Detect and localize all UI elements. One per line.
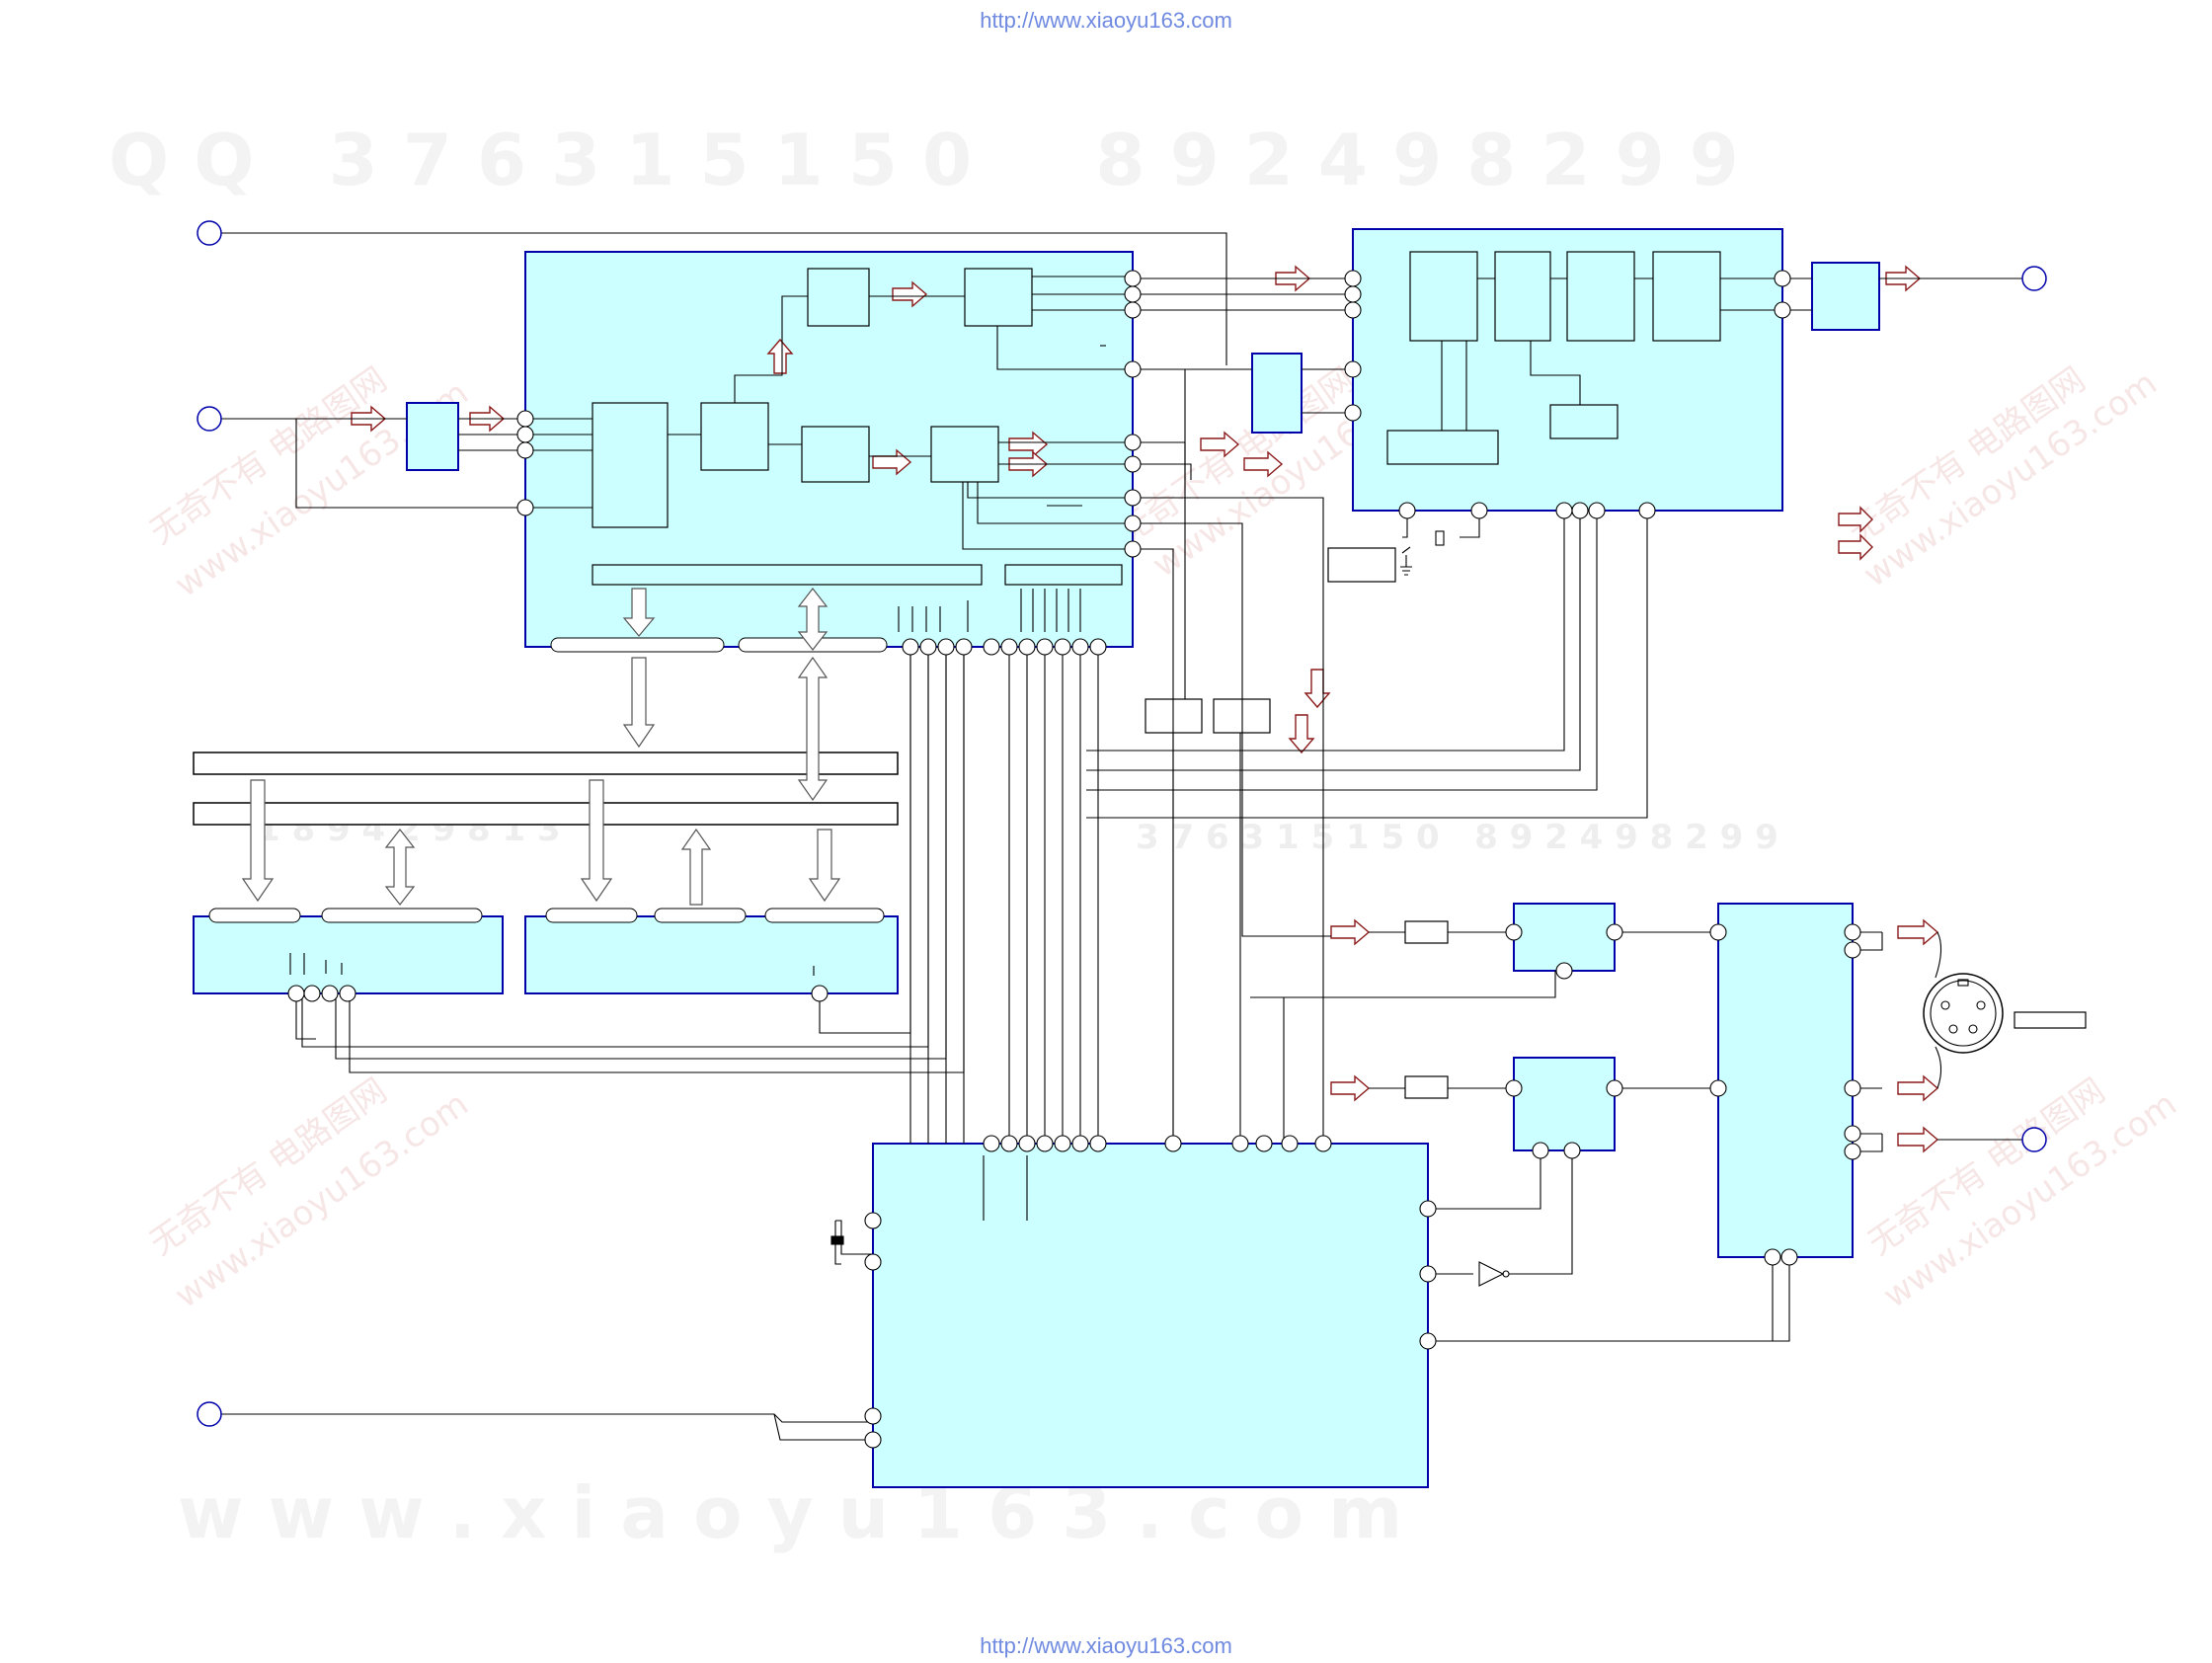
watermark-mid-2: 3 7 6 3 1 5 1 5 0 8 9 2 4 9 8 2 9 9 <box>1136 818 1778 857</box>
terminal-top-left <box>197 220 222 246</box>
hollow-arrows <box>241 588 841 906</box>
terminal-bottom-left <box>197 1401 222 1427</box>
watermark-qq: Q Q 3 7 6 3 1 5 1 5 0 8 9 2 4 9 8 2 9 9 <box>109 119 1739 201</box>
output-sub-block <box>1409 251 1478 342</box>
header-url[interactable]: http://www.xiaoyu163.com <box>980 8 1232 33</box>
output-sub-block <box>1494 251 1551 342</box>
s-video-connector <box>1923 973 2004 1054</box>
video-encoder-block-2 <box>1513 1057 1616 1151</box>
terminal-input <box>197 406 222 432</box>
hollow-arrow-down <box>241 779 275 903</box>
blocks <box>193 228 1880 1488</box>
output-sub-block-wide <box>1386 430 1499 465</box>
ports <box>287 270 1861 1449</box>
hollow-arrow-down <box>622 657 656 749</box>
system-controller-block <box>872 1143 1429 1488</box>
output-sub-block <box>1566 251 1635 342</box>
footer-url[interactable]: http://www.xiaoyu163.com <box>980 1633 1232 1658</box>
internal-bus-bar-2 <box>1004 564 1123 586</box>
address-bus <box>193 802 899 826</box>
output-driver-block <box>1811 262 1880 331</box>
crystal-symbol <box>830 1235 844 1245</box>
hollow-arrow-down <box>808 829 841 903</box>
video-switch-block <box>1717 903 1854 1258</box>
crystal-label-box <box>1327 547 1396 583</box>
internal-block <box>801 426 870 483</box>
internal-block <box>807 268 870 327</box>
internal-blocks <box>592 251 2087 1099</box>
output-sub-block <box>1652 251 1721 342</box>
terminal-output-right-2 <box>2021 1127 2047 1152</box>
small-buffer-block <box>1251 353 1303 434</box>
output-sub-block-small <box>1549 404 1619 439</box>
memory-block-left <box>193 915 504 994</box>
hollow-arrow-bidir <box>797 588 829 651</box>
data-bus <box>193 752 899 775</box>
memory-block-right <box>524 915 899 994</box>
video-encoder-block-1 <box>1513 903 1616 972</box>
hollow-arrow-bidir <box>797 656 829 802</box>
connector-label-box <box>2014 1011 2087 1029</box>
bus-ovals <box>208 637 888 923</box>
external-terminals <box>197 220 2047 1427</box>
small-input-block <box>406 402 459 471</box>
component-details <box>289 505 2004 1287</box>
hollow-arrow-bidir <box>384 829 416 906</box>
wires <box>219 232 2024 1441</box>
hollow-arrow-up <box>680 828 712 906</box>
filter-block <box>1404 920 1449 944</box>
buses <box>193 752 899 826</box>
internal-block <box>964 268 1033 327</box>
hollow-arrow-down <box>580 779 613 903</box>
signal-arrows <box>351 265 1939 1153</box>
filter-block <box>1404 1075 1449 1099</box>
buffer-triangle <box>1478 1261 1505 1287</box>
internal-block <box>930 426 999 483</box>
terminal-output-right <box>2021 266 2047 291</box>
crystal-symbol <box>1435 530 1445 546</box>
internal-bus-bar <box>592 564 983 586</box>
internal-block <box>592 402 669 528</box>
hollow-arrow-down <box>622 588 656 637</box>
